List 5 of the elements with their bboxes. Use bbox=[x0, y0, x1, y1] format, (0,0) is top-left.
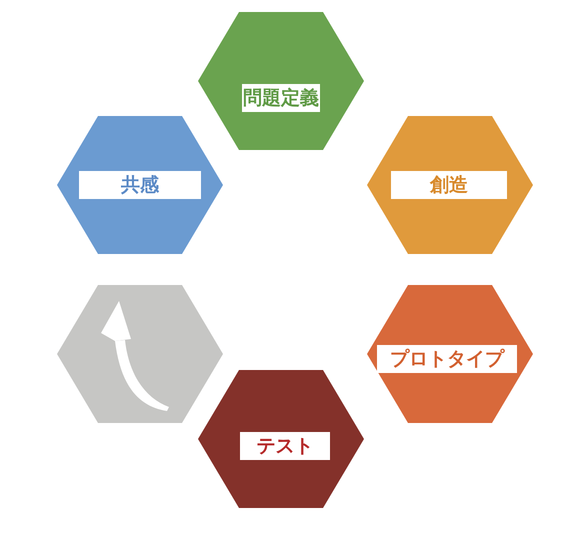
step-label: テスト bbox=[240, 432, 330, 460]
step-label: プロトタイプ bbox=[377, 345, 517, 373]
step-label: 創造 bbox=[391, 171, 507, 199]
step-label: 共感 bbox=[79, 171, 201, 199]
step-label: 問題定義 bbox=[242, 84, 320, 112]
